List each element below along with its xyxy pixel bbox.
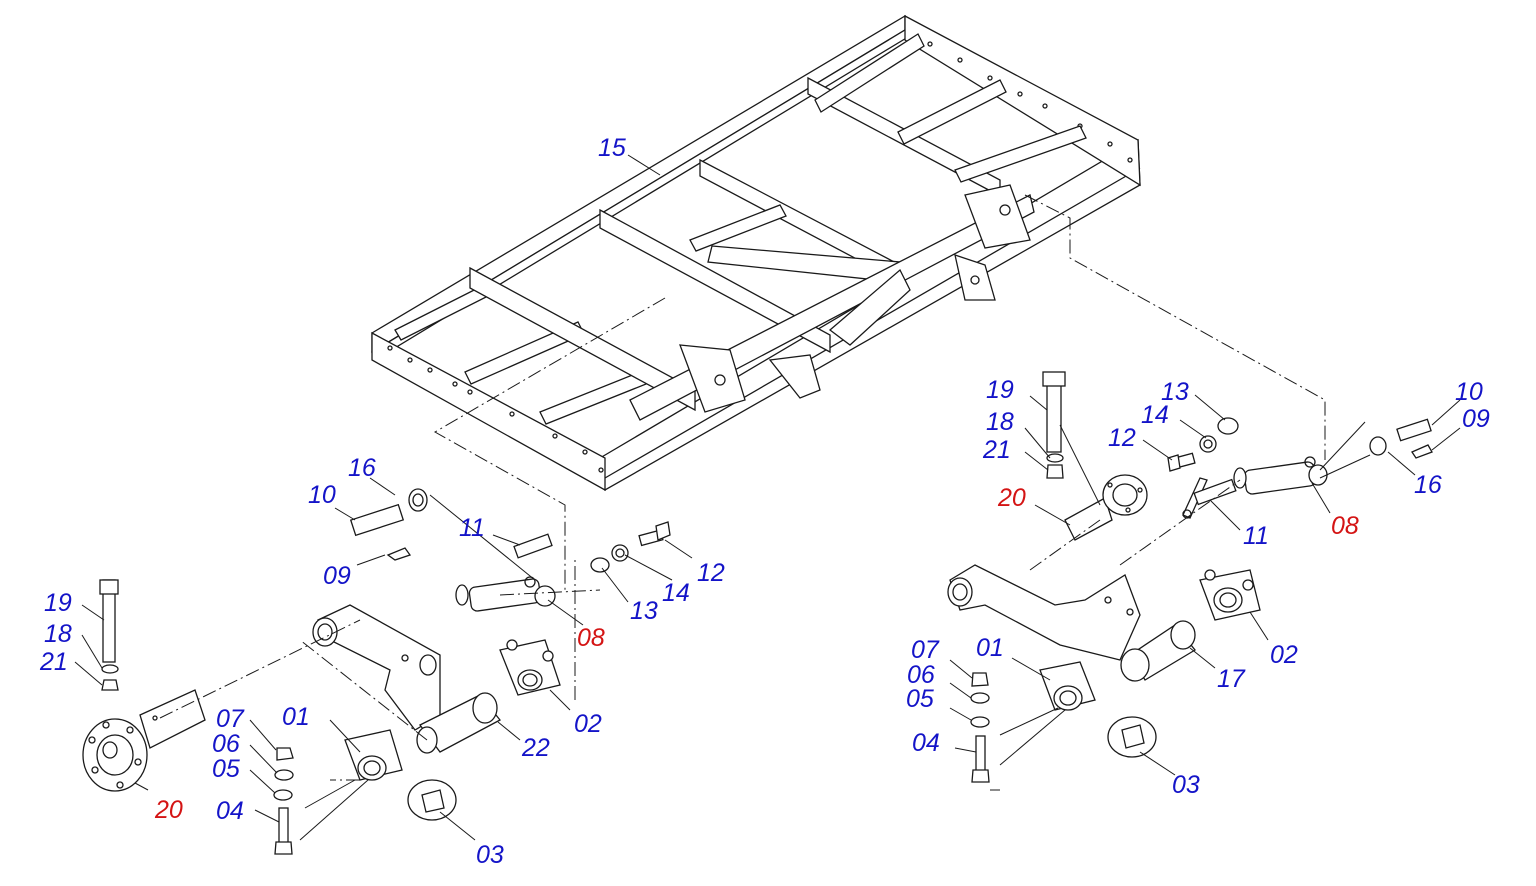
callout-right-02: 02 [1270,641,1298,669]
callout-left-03: 03 [476,841,504,869]
callout-left-09: 09 [323,562,351,590]
callout-left-16: 16 [348,454,376,482]
callout-right-19: 19 [986,376,1014,404]
right-leader-lines [949,394,1461,776]
callout-15: 15 [598,134,626,162]
callout-left-12: 12 [697,559,725,587]
callout-left-10: 10 [308,481,336,509]
frame-plate-holes [387,41,1133,473]
right-assembly-drawing [947,371,1433,791]
callout-right-11: 11 [1243,522,1269,550]
callout-left-14: 14 [662,579,690,607]
callout-right-13: 13 [1161,378,1189,406]
callout-right-03: 03 [1172,771,1200,799]
left-leader-lines [74,477,693,841]
callout-left-08: 08 [577,624,605,652]
callout-right-20: 20 [997,484,1026,512]
callout-left-04: 04 [216,797,244,825]
callout-right-04: 04 [912,729,940,757]
callout-left-06: 06 [212,730,240,758]
callout-right-01: 01 [976,634,1004,662]
callout-right-07: 07 [911,636,940,664]
callout-left-07: 07 [216,705,245,733]
callout-left-20: 20 [154,796,183,824]
callout-right-18: 18 [986,408,1014,436]
callout-left-18: 18 [44,620,72,648]
left-callouts: 16 10 09 11 12 14 13 08 19 18 21 20 07 0… [39,454,725,869]
callout-right-16: 16 [1414,471,1442,499]
callout-right-14: 14 [1141,401,1169,429]
callout-right-12: 12 [1108,424,1136,452]
callout-right-06: 06 [907,661,935,689]
callout-left-22: 22 [521,734,550,762]
callout-left-21: 21 [39,648,68,676]
right-callouts: 19 18 21 20 13 14 12 11 10 09 16 08 07 0… [906,376,1490,799]
callout-left-19: 19 [44,589,72,617]
main-frame-drawing [371,14,1141,492]
callout-right-21: 21 [982,436,1011,464]
frame-callouts: 15 [598,134,626,162]
callout-left-13: 13 [630,597,658,625]
callout-right-17: 17 [1217,665,1246,693]
callout-left-02: 02 [574,710,602,738]
left-assembly-drawing [82,488,671,855]
callout-left-05: 05 [212,755,240,783]
callout-left-11: 11 [459,514,485,542]
callout-right-10: 10 [1455,378,1483,406]
callout-left-01: 01 [282,703,310,731]
callout-right-08: 08 [1331,512,1359,540]
callout-right-05: 05 [906,685,934,713]
callout-right-09: 09 [1462,405,1490,433]
frame-center-hitch [679,184,1031,413]
